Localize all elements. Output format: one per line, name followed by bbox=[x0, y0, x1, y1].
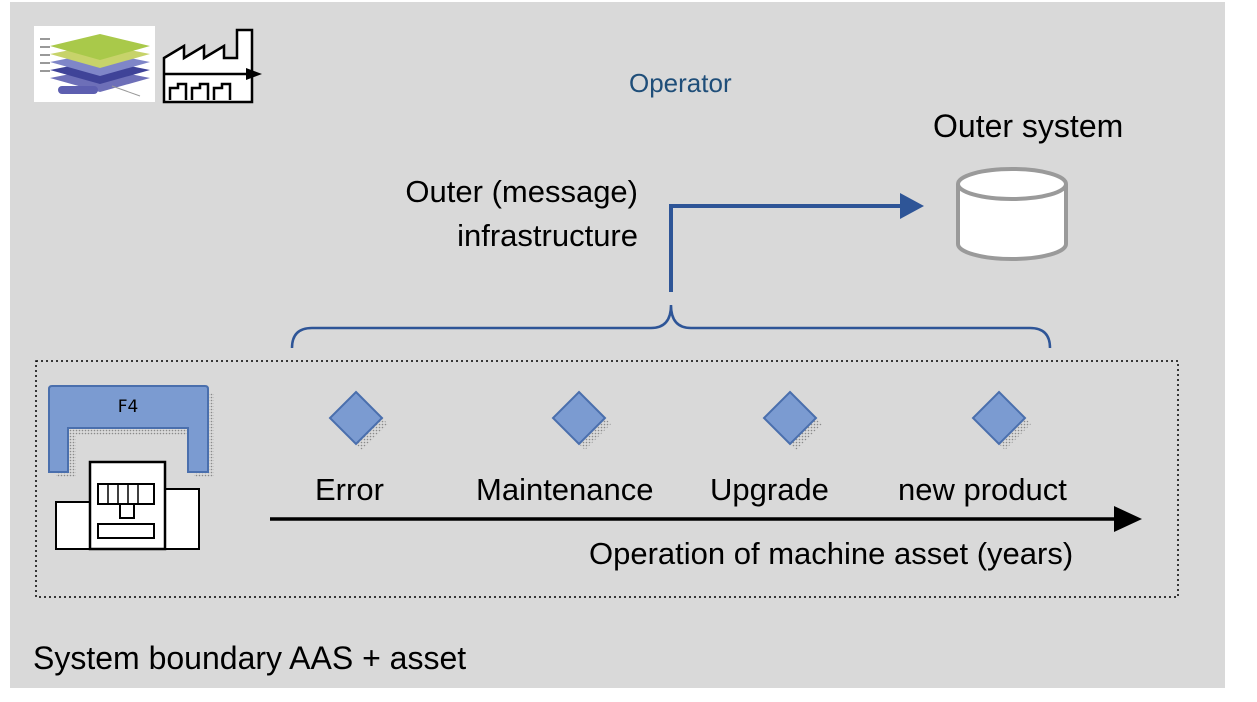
layer-stack-thumbnail-icon bbox=[34, 26, 155, 102]
database-icon bbox=[956, 167, 1068, 261]
event-label-new-product: new product bbox=[898, 472, 1067, 507]
event-diamond-maintenance bbox=[551, 390, 611, 450]
operation-axis-label: Operation of machine asset (years) bbox=[589, 536, 1074, 571]
timeline-arrow bbox=[270, 506, 1142, 532]
event-label-error: Error bbox=[315, 472, 384, 507]
system-boundary-box bbox=[35, 360, 1179, 598]
event-diamond-error bbox=[328, 390, 388, 450]
event-label-upgrade: Upgrade bbox=[710, 472, 829, 507]
event-label-maintenance: Maintenance bbox=[476, 472, 654, 507]
operator-label: Operator bbox=[629, 68, 732, 98]
system-boundary-label: System boundary AAS + asset bbox=[33, 640, 467, 676]
curly-brace bbox=[290, 304, 1052, 349]
event-diamond-upgrade bbox=[762, 390, 822, 450]
outer-system-label: Outer system bbox=[933, 108, 1124, 144]
diagram-background bbox=[10, 2, 1225, 688]
infrastructure-label-line1: Outer (message) bbox=[405, 174, 638, 209]
event-diamond-new-product bbox=[971, 390, 1031, 450]
infrastructure-label-line2: infrastructure bbox=[457, 218, 638, 253]
machine-icon: F4 bbox=[48, 385, 214, 551]
infrastructure-arrow bbox=[669, 193, 924, 292]
factory-icon bbox=[162, 28, 262, 104]
machine-tag: F4 bbox=[118, 397, 139, 417]
